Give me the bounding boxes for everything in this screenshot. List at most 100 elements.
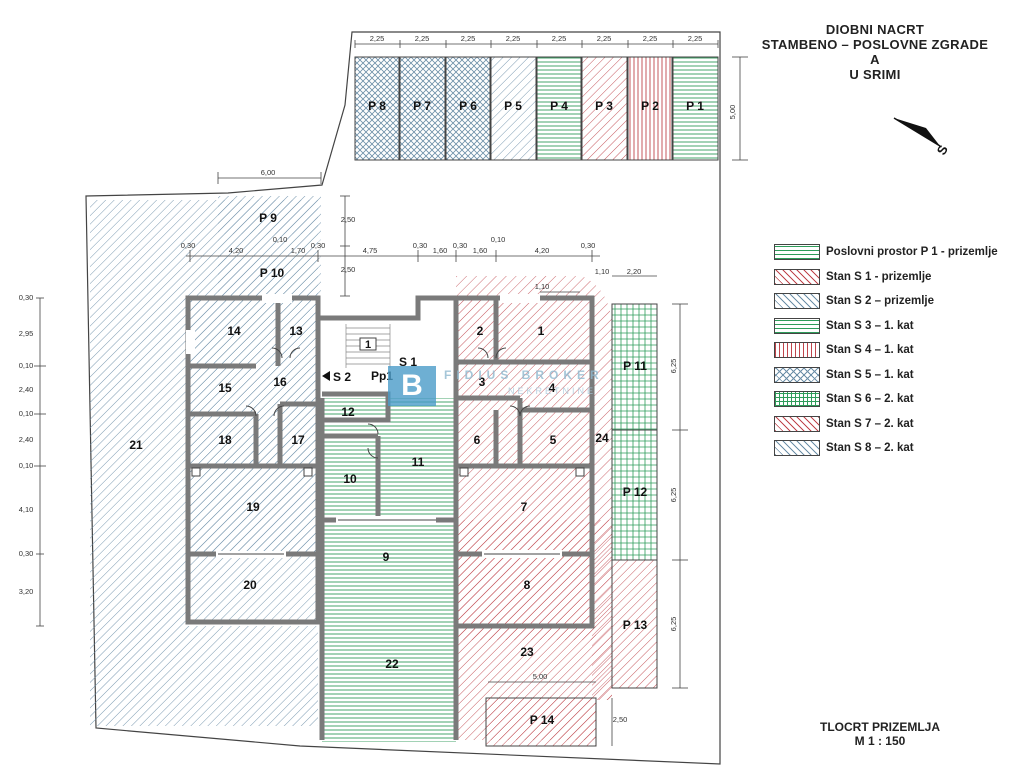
dim-label: 0,30 xyxy=(581,241,596,250)
room-number: 19 xyxy=(246,500,260,514)
dim-label: 0,30 xyxy=(19,293,34,302)
plot-boundary xyxy=(85,31,721,765)
room-number: 2 xyxy=(477,324,484,338)
dim-label: 2,25 xyxy=(552,34,567,43)
legend-swatch xyxy=(774,268,820,285)
parking-p11 xyxy=(611,303,658,431)
dim-label: 4,75 xyxy=(363,246,378,255)
parking-label: P 14 xyxy=(530,713,555,727)
dim-label: 2,50 xyxy=(613,715,628,724)
dim-label: 2,95 xyxy=(19,329,34,338)
watermark-text: FIDIUS BROKER xyxy=(444,368,604,382)
room-number: 3 xyxy=(479,375,486,389)
parking-label: P 8 xyxy=(368,99,386,113)
parking-p2 xyxy=(627,56,673,161)
room-number: 1 xyxy=(538,324,545,338)
dim-label: 2,20 xyxy=(627,267,642,276)
dim-label: 0,10 xyxy=(19,409,34,418)
parking-label: P 2 xyxy=(641,99,659,113)
parking-p8 xyxy=(354,56,400,161)
legend-swatch xyxy=(774,244,820,261)
dim-label: 4,20 xyxy=(229,246,244,255)
parking-label: P 3 xyxy=(595,99,613,113)
legend-label: Poslovni prostor P 1 - prizemlje xyxy=(826,246,998,259)
parking-label: P 6 xyxy=(459,99,477,113)
dim-label: 2,40 xyxy=(19,385,34,394)
drawing-footer: TLOCRT PRIZEMLJA M 1 : 150 xyxy=(800,720,960,748)
drawing-title: DIOBNI NACRT STAMBENO – POSLOVNE ZGRADE … xyxy=(760,22,990,82)
parking-label: P 13 xyxy=(623,618,648,632)
parking-p14 xyxy=(486,698,596,746)
parking-label: P 9 xyxy=(259,211,277,225)
parking-p13 xyxy=(611,559,658,689)
room-number: 17 xyxy=(291,433,305,447)
legend-item: Stan S 6 – 2. kat xyxy=(774,387,1019,412)
legend-swatch xyxy=(774,440,820,457)
dim-label: 2,25 xyxy=(688,34,703,43)
room-number: 21 xyxy=(129,438,143,452)
legend-item: Stan S 8 – 2. kat xyxy=(774,436,1019,461)
dim-label: 0,30 xyxy=(453,241,468,250)
watermark-subtext: NEKRETNINE xyxy=(508,386,597,396)
title-line-3: U SRIMI xyxy=(849,67,901,82)
room-number: 8 xyxy=(524,578,531,592)
legend-label: Stan S 3 – 1. kat xyxy=(826,319,914,332)
legend-label: Stan S 8 – 2. kat xyxy=(826,442,914,455)
legend-item: Stan S 2 – prizemlje xyxy=(774,289,1019,314)
dim-label: 4,10 xyxy=(19,505,34,514)
dim-label: 6,25 xyxy=(669,359,678,374)
room-number: 11 xyxy=(412,455,425,469)
dim-label: 2,25 xyxy=(506,34,521,43)
legend-label: Stan S 1 - prizemlje xyxy=(826,270,932,283)
parking-p3 xyxy=(581,56,628,161)
dim-label: 6,00 xyxy=(261,168,276,177)
parking-label: P 4 xyxy=(550,99,568,113)
dim-label: 0,30 xyxy=(181,241,196,250)
legend-label: Stan S 4 – 1. kat xyxy=(826,344,914,357)
legend-label: Stan S 7 – 2. kat xyxy=(826,417,914,430)
legend-item: Stan S 3 – 1. kat xyxy=(774,314,1019,339)
footer-line-1: TLOCRT PRIZEMLJA xyxy=(820,720,940,734)
legend-label: Stan S 2 – prizemlje xyxy=(826,295,935,308)
area-22 xyxy=(322,520,456,742)
dim-label: 2,25 xyxy=(643,34,658,43)
room-number: 13 xyxy=(289,324,303,338)
dim-label: 0,30 xyxy=(19,549,34,558)
room-number: 7 xyxy=(521,500,528,514)
parking-p9 xyxy=(218,196,321,234)
unit-s1 xyxy=(456,298,592,626)
watermark-logo-icon: B xyxy=(388,366,436,406)
legend-swatch xyxy=(774,342,820,359)
dim-label: 1,60 xyxy=(433,246,448,255)
dim-label: 2,40 xyxy=(19,435,34,444)
entrance-label-s1: S 1 xyxy=(399,355,417,369)
parking-p7 xyxy=(399,56,446,161)
room-number: 23 xyxy=(520,645,534,659)
room-number: 10 xyxy=(343,472,357,486)
watermark-logo: B FIDIUS BROKER NEKRETNINE xyxy=(388,366,648,406)
dim-label: 6,25 xyxy=(669,617,678,632)
dim-label: 2,25 xyxy=(370,34,385,43)
legend-label: Stan S 5 – 1. kat xyxy=(826,368,914,381)
legend-item: Stan S 7 – 2. kat xyxy=(774,412,1019,437)
room-number: 16 xyxy=(273,375,287,389)
legend-label: Stan S 6 – 2. kat xyxy=(826,393,914,406)
room-number: 18 xyxy=(218,433,232,447)
room-number: 24 xyxy=(595,431,609,445)
dim-label: 0,10 xyxy=(273,235,288,244)
parking-p10 xyxy=(218,258,321,296)
legend-item: Stan S 5 – 1. kat xyxy=(774,363,1019,388)
parking-p5 xyxy=(490,56,537,161)
legend-item: Stan S 1 - prizemlje xyxy=(774,265,1019,290)
room-number: 14 xyxy=(227,324,241,338)
parking-p6 xyxy=(445,56,491,161)
legend-item: Stan S 4 – 1. kat xyxy=(774,338,1019,363)
dim-label: 0,30 xyxy=(413,241,428,250)
legend-swatch xyxy=(774,391,820,408)
dim-label: 1,10 xyxy=(595,267,610,276)
legend-swatch xyxy=(774,366,820,383)
parking-label: P 7 xyxy=(413,99,431,113)
stair-number: 1 xyxy=(365,339,371,351)
footer-line-2: M 1 : 150 xyxy=(854,734,906,748)
